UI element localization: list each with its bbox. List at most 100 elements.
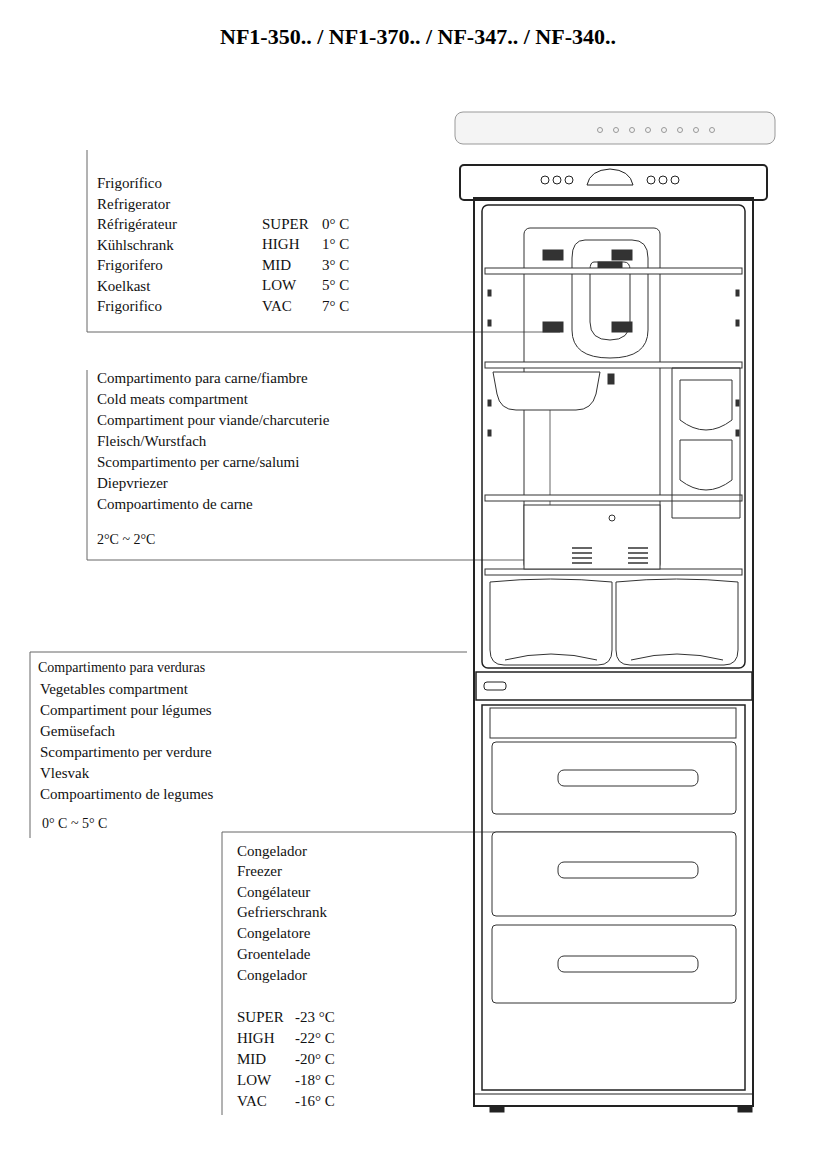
fridge-interior-part <box>543 322 563 332</box>
fridge-body-part <box>474 1094 753 1106</box>
callout-label: Fleisch/Wurstfach <box>97 433 206 450</box>
callout-label: VAC <box>237 1093 267 1110</box>
fridge-interior-part-part <box>736 290 739 296</box>
callout-label: -16° C <box>295 1093 335 1110</box>
fridge-body-part <box>482 205 745 668</box>
fridge-interior-part <box>672 368 740 518</box>
fridge-body-part <box>476 672 752 700</box>
callout-label: Compoartimento de carne <box>97 496 253 513</box>
freezer-drawers-part <box>558 956 698 972</box>
callout-label: HIGH <box>237 1030 275 1047</box>
callout-label: Scompartimento per carne/salumi <box>97 454 299 471</box>
callout-label: SUPER <box>237 1009 284 1026</box>
fridge-body-part <box>490 1106 504 1112</box>
callout-label: 0° C <box>322 216 349 233</box>
fridge-interior-part-part <box>736 320 739 326</box>
callout-label: Compartimento para carne/fiambre <box>97 370 308 387</box>
fridge-interior-part-part <box>628 552 648 554</box>
control-panel-part <box>647 176 655 184</box>
callout-label: -23 °C <box>295 1009 335 1026</box>
fridge-interior-part <box>505 654 597 660</box>
fridge-interior-part-part <box>572 552 592 554</box>
callout-label: LOW <box>262 277 296 294</box>
fridge-interior-part-part <box>628 547 648 549</box>
top-view-part-part <box>662 128 667 133</box>
fridge-body-part <box>482 705 745 1090</box>
fridge-interior-part <box>543 250 563 260</box>
control-panel-part <box>565 176 573 184</box>
callout-label: Frigorífico <box>97 175 162 192</box>
fridge-body-part <box>474 198 753 1106</box>
title: NF1-350.. / NF1-370.. / NF-347.. / NF-34… <box>220 24 616 50</box>
top-view-part-part <box>614 128 619 133</box>
fridge-interior-part-part <box>736 400 739 406</box>
fridge-interior-part-part <box>736 430 739 436</box>
control-panel-part <box>541 176 549 184</box>
callout-label: Congelador <box>237 843 307 860</box>
callout-label: Frigorifero <box>97 257 163 274</box>
callout-label: Vegetables compartment <box>40 681 188 698</box>
callout-label: Compartiment pour viande/charcuterie <box>97 412 329 429</box>
freezer-drawers-part <box>492 925 736 1003</box>
callout-label: 0° C ~ 5° C <box>42 816 107 832</box>
callout-label: Réfrigérateur <box>97 216 177 233</box>
fridge-interior-part <box>612 250 632 260</box>
callout-label: VAC <box>262 298 292 315</box>
callout-label: HIGH <box>262 236 300 253</box>
control-panel-part <box>659 176 667 184</box>
top-view-part-part <box>646 128 651 133</box>
leader-line-part <box>87 370 550 560</box>
callout-label: 7° C <box>322 298 349 315</box>
fridge-interior-part <box>490 579 612 665</box>
callout-label: LOW <box>237 1072 271 1089</box>
callout-label: -20° C <box>295 1051 335 1068</box>
fridge-interior-part-part <box>488 400 491 406</box>
fridge-interior-part-part <box>488 430 491 436</box>
fridge-interior-part <box>485 268 742 274</box>
freezer-drawers-part <box>492 742 736 814</box>
top-view-part-part <box>630 128 635 133</box>
fridge-interior-part-part <box>488 320 491 326</box>
callout-label: MID <box>262 257 291 274</box>
fridge-body-part <box>738 1106 752 1112</box>
fridge-interior-part-part <box>572 562 592 564</box>
callout-label: Frigorifico <box>97 298 162 315</box>
callout-label: Compartiment pour légumes <box>40 702 212 719</box>
callout-label: Scompartimento per verdure <box>40 744 212 761</box>
fridge-interior-part <box>485 495 742 501</box>
fridge-interior-part <box>488 290 739 436</box>
fridge-interior-part <box>485 362 742 368</box>
fridge-interior-part <box>616 579 738 665</box>
top-view-part-part <box>678 128 683 133</box>
fridge-interior-part <box>485 569 742 575</box>
fridge-interior-part <box>572 548 648 563</box>
fridge-interior-part <box>572 240 648 358</box>
callout-label: Compoartimento de legumes <box>40 786 213 803</box>
freezer-drawers <box>490 708 736 1003</box>
callout-label: 5° C <box>322 277 349 294</box>
callout-label: Gemüsefach <box>40 723 115 740</box>
callout-label: Kühlschrank <box>97 237 174 254</box>
callout-label: Groentelade <box>237 946 310 963</box>
freezer-drawers-part <box>492 832 736 916</box>
callout-label: Koelkast <box>97 278 150 295</box>
fridge-interior-part <box>612 322 632 332</box>
callout-label: -18° C <box>295 1072 335 1089</box>
top-view-part-part <box>598 128 603 133</box>
fridge-body <box>474 198 753 1112</box>
top-view-part <box>455 112 775 144</box>
fridge-interior-part <box>608 374 614 384</box>
control-panel <box>460 165 767 200</box>
callout-label: Compartimento para verduras <box>38 660 205 676</box>
fridge-interior-part <box>680 380 732 430</box>
fridge-interior-part <box>493 372 600 410</box>
callout-label: SUPER <box>262 216 309 233</box>
callout-label: 1° C <box>322 236 349 253</box>
callout-label: Congelatore <box>237 925 310 942</box>
fridge-interior-part-part <box>572 547 592 549</box>
callout-label: Freezer <box>237 863 282 880</box>
callout-label: Vlesvak <box>40 765 89 782</box>
fridge-interior-part <box>598 262 622 268</box>
